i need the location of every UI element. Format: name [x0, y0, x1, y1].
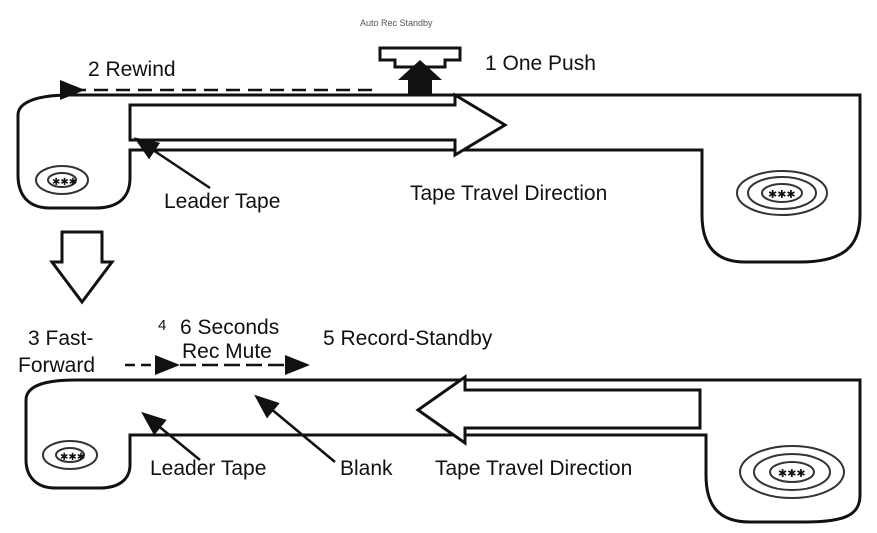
- left-reel-top: ✱✱✱: [35, 165, 89, 195]
- bottom-tape-band: [24, 378, 862, 524]
- top-tape-band: [16, 93, 862, 264]
- down-arrow-icon: [49, 230, 115, 305]
- svg-text:✱✱✱: ✱✱✱: [60, 452, 85, 463]
- bottom-panel: ✱✱✱ ✱✱✱ 3 Fast- Forward 4 6 Seconds Rec …: [18, 316, 862, 524]
- blank-pointer: [254, 394, 336, 463]
- svg-text:✱✱✱: ✱✱✱: [52, 177, 77, 188]
- right-reel-bottom: ✱✱✱: [739, 445, 845, 499]
- right-reel-top: ✱✱✱: [736, 170, 828, 216]
- record-standby-label: 5 Record-Standby: [323, 327, 493, 350]
- one-push-label: 1 One Push: [485, 52, 596, 75]
- rewind-label: 2 Rewind: [88, 58, 176, 81]
- tape-travel-direction-bottom: Tape Travel Direction: [435, 457, 632, 480]
- forward-label: Forward: [18, 354, 95, 377]
- svg-text:✱✱✱: ✱✱✱: [768, 189, 796, 201]
- step-four-label: 4: [158, 317, 166, 334]
- leader-pointer-top: [133, 137, 211, 190]
- leader-pointer-bottom: [141, 411, 201, 461]
- tape-travel-direction-top: Tape Travel Direction: [410, 182, 607, 205]
- push-button-icon: [378, 46, 462, 95]
- left-reel-bottom: ✱✱✱: [42, 440, 98, 470]
- auto-rec-standby-caption: Auto Rec Standby: [360, 18, 433, 28]
- leader-tape-label-top: Leader Tape: [164, 190, 280, 213]
- six-seconds-label: 6 Seconds: [180, 316, 279, 339]
- blank-label: Blank: [340, 457, 393, 480]
- rec-mute-label: Rec Mute: [182, 340, 272, 363]
- tape-direction-arrow-top: [128, 92, 508, 158]
- top-panel: ✱✱✱ ✱✱✱ Auto Rec Standby 1 One Push 2 Re…: [16, 18, 862, 264]
- leader-tape-label-bottom: Leader Tape: [150, 457, 266, 480]
- tape-direction-arrow-bottom: [415, 374, 702, 446]
- fast-label: 3 Fast-: [28, 327, 93, 350]
- svg-text:✱✱✱: ✱✱✱: [778, 468, 806, 480]
